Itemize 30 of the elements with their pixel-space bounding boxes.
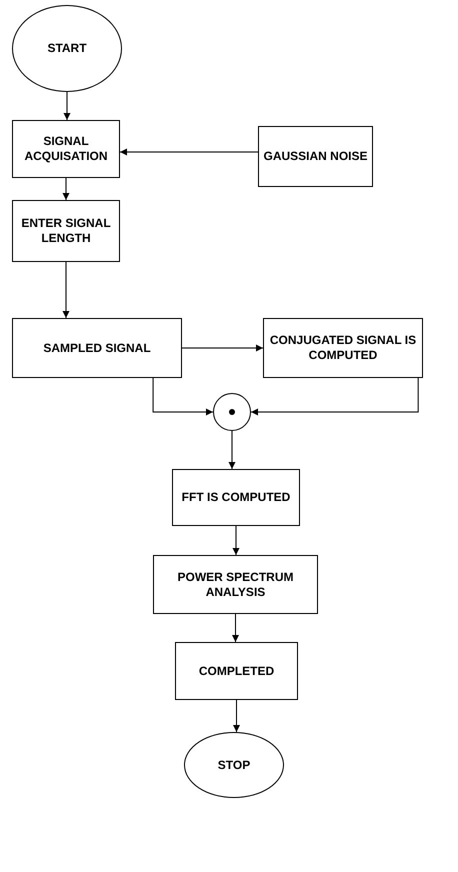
arrow: [64, 92, 70, 120]
arrow: [62, 262, 70, 318]
node-label: COMPLETED: [198, 664, 276, 678]
arrow: [62, 178, 70, 200]
process-box: [175, 642, 298, 700]
arrow: [233, 700, 240, 732]
node-label: ENTER SIGNAL LENGTH: [20, 216, 112, 246]
node-label: POWER SPECTRUM ANALYSIS: [176, 570, 294, 600]
process-box: [12, 120, 120, 178]
node-label: START: [46, 41, 88, 56]
arrow: [120, 148, 258, 156]
node-label: SIGNAL ACQUISATION: [23, 134, 109, 164]
arrow: [232, 526, 240, 556]
arrow: [228, 430, 236, 470]
node-label: FFT IS COMPUTED: [180, 490, 292, 505]
process-box: [263, 318, 423, 378]
process-box: [12, 200, 120, 262]
node-label: CONJUGATED SIGNAL IS COMPUTED: [268, 333, 418, 363]
arrow: [182, 344, 264, 352]
node-label: SAMPLED SIGNAL: [42, 340, 152, 356]
process-box: [12, 318, 182, 378]
node-label: GAUSSIAN NOISE: [262, 149, 368, 164]
arrow: [250, 378, 419, 416]
process-box: [172, 469, 300, 526]
arrow: [232, 614, 239, 642]
junction-circle: [213, 393, 251, 431]
process-box: [258, 126, 373, 187]
process-box: [153, 555, 318, 614]
node-label: STOP: [216, 758, 252, 772]
arrow: [152, 378, 214, 416]
